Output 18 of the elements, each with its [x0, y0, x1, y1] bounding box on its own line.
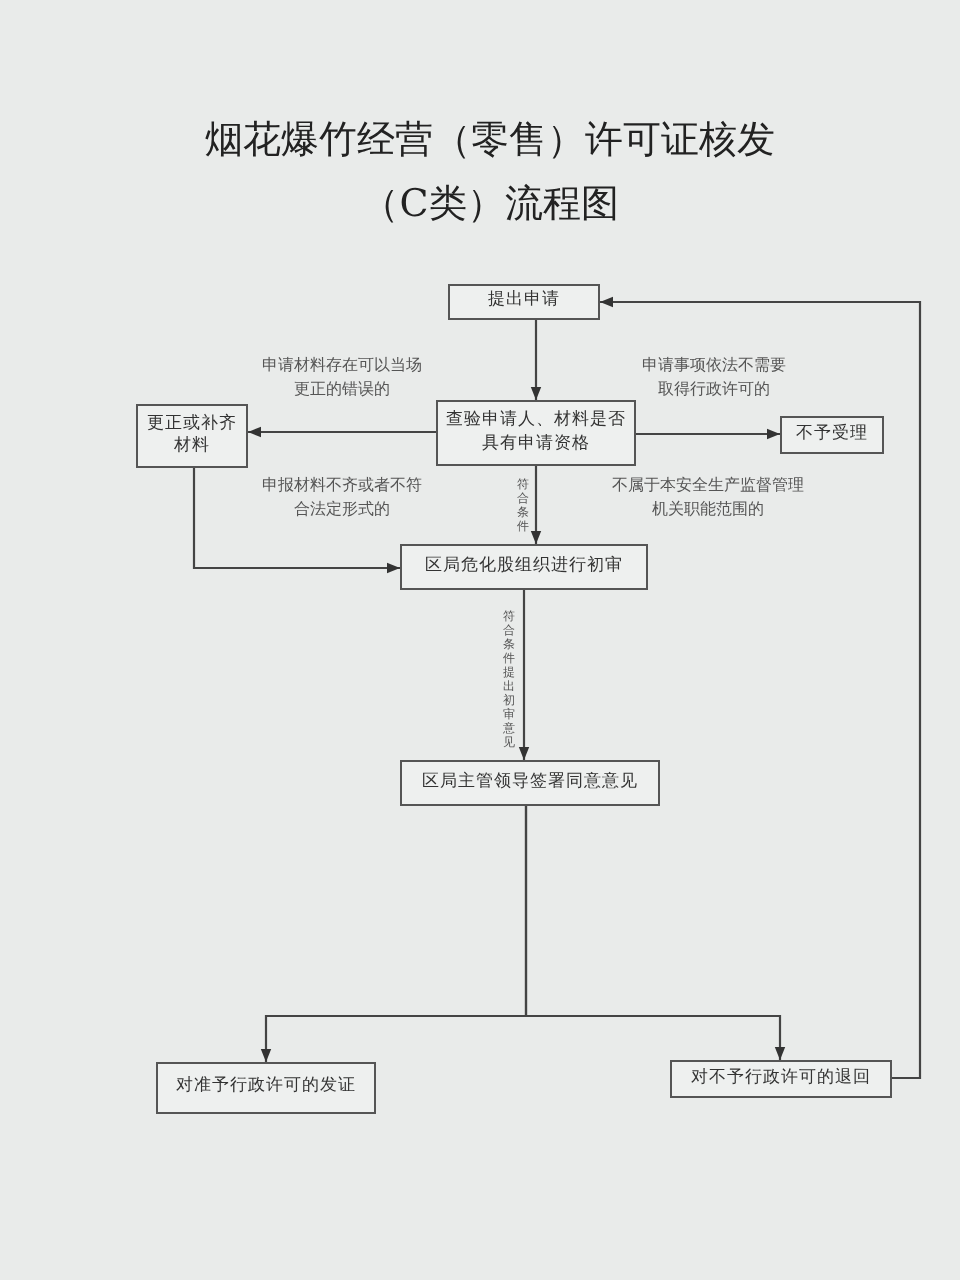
process-box: 提出申请 [448, 284, 600, 320]
process-box: 区局危化股组织进行初审 [400, 544, 648, 590]
arrow [530, 320, 542, 400]
arrow [530, 466, 542, 544]
arrow [600, 296, 922, 1080]
condition-note: 不属于本安全生产监督管理机关职能范围的 [612, 474, 804, 521]
arrow [248, 426, 436, 438]
arrow [524, 806, 786, 1060]
process-box: 查验申请人、材料是否具有申请资格 [436, 400, 636, 466]
process-box: 不予受理 [780, 416, 884, 454]
process-box: 对准予行政许可的发证 [156, 1062, 376, 1114]
arrow [636, 428, 780, 440]
arrow [192, 468, 400, 574]
process-box: 对不予行政许可的退回 [670, 1060, 892, 1098]
process-box: 区局主管领导签署同意意见 [400, 760, 660, 806]
process-box: 更正或补齐材料 [136, 404, 248, 468]
title: 烟花爆竹经营（零售）许可证核发（C类）流程图 [203, 116, 777, 230]
arrow [518, 590, 530, 760]
